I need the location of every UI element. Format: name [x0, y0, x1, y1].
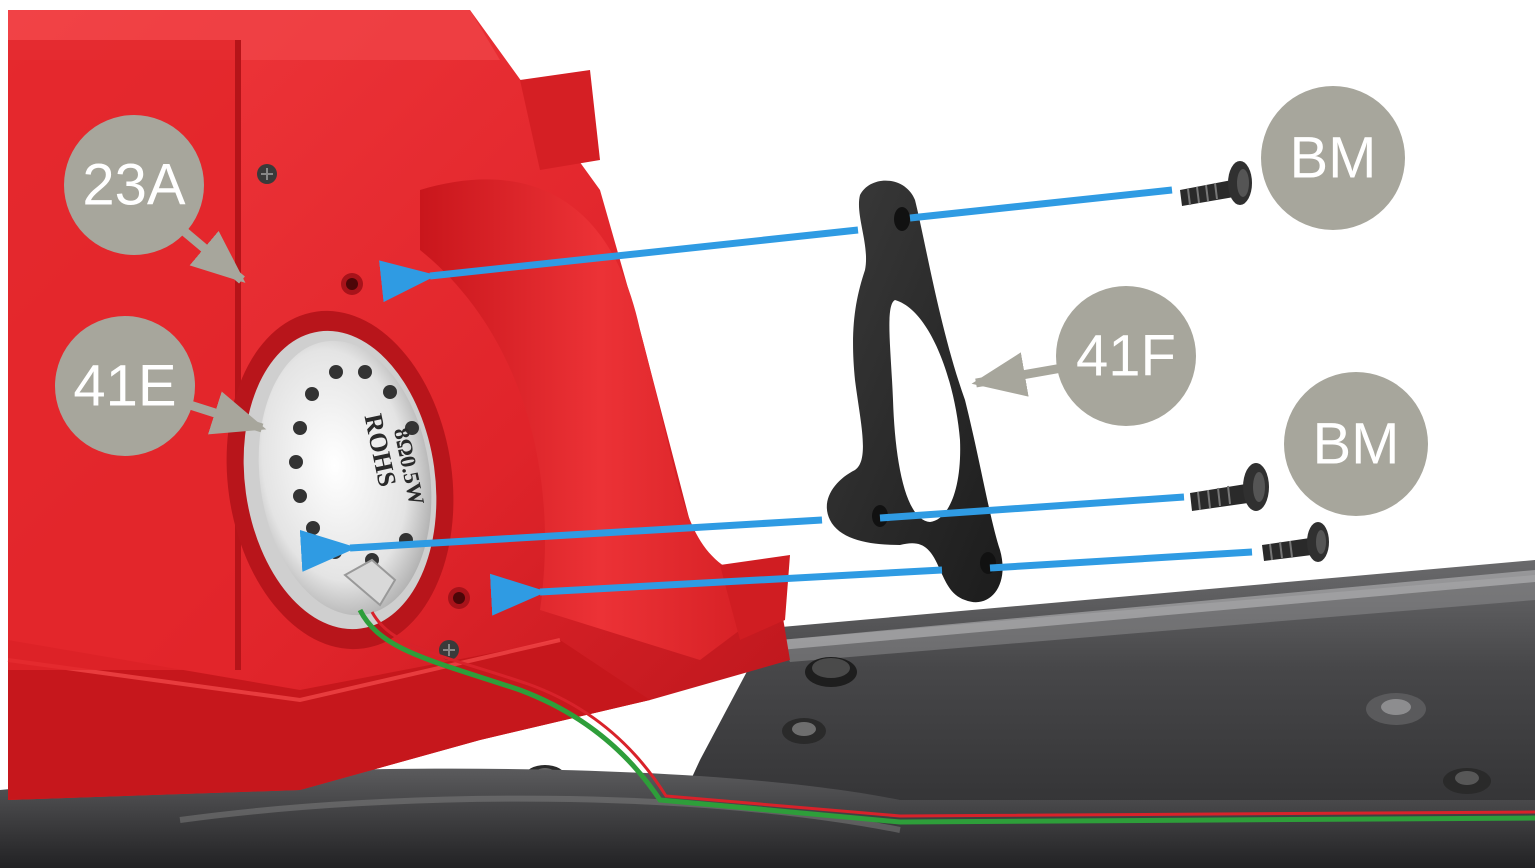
floor-screw — [782, 718, 826, 744]
label-bm-bottom: BM — [1284, 372, 1428, 516]
arrow-small-screw-to-bracket — [990, 552, 1252, 568]
arrow-top-screw-to-bracket — [910, 190, 1172, 218]
bracket-41f — [827, 181, 1003, 603]
floor-screw — [1443, 768, 1491, 794]
label-41e-text: 41E — [73, 354, 176, 419]
housing-screw — [257, 164, 277, 184]
screw-bm-top — [1180, 161, 1252, 206]
screw-bm-middle — [1190, 463, 1269, 511]
label-41f: 41F — [1056, 286, 1196, 426]
floor-screw — [1366, 693, 1426, 725]
label-23a-text: 23A — [82, 153, 186, 218]
label-41f-text: 41F — [1076, 324, 1176, 389]
pointer-41f — [976, 368, 1062, 383]
label-bm-top: BM — [1261, 86, 1405, 230]
label-23a: 23A — [64, 115, 204, 255]
label-bm-top-text: BM — [1290, 126, 1377, 191]
screw-small — [1262, 522, 1329, 562]
label-bm-bottom-text: BM — [1313, 412, 1400, 477]
label-41e: 41E — [55, 316, 195, 456]
